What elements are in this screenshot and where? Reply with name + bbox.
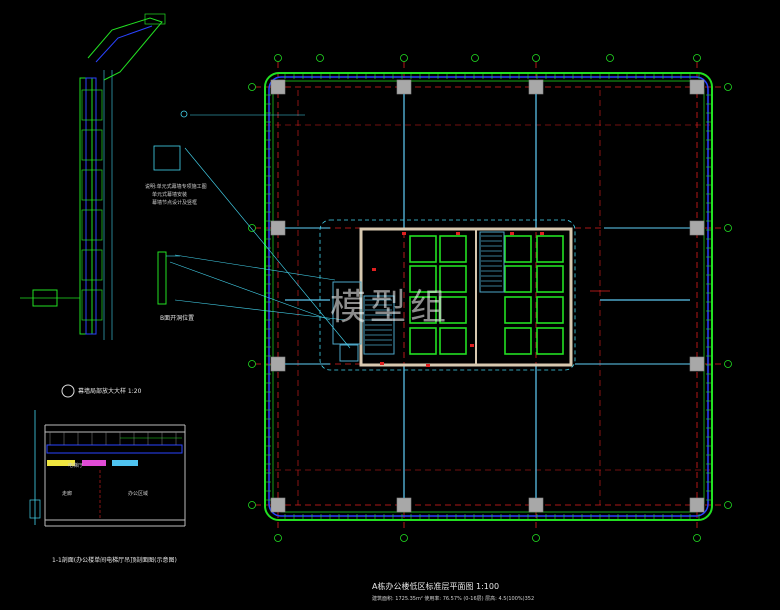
plan-subtitle: 建筑面积: 1725.35m² 使用率: 76.57% (0-16层) 层高: …	[372, 596, 535, 602]
elevator-shaft-13	[536, 265, 564, 293]
grid-bubble-side-0	[248, 83, 256, 91]
stair-left	[363, 295, 395, 355]
section-label-office: 办公区域	[128, 491, 149, 497]
detail-callout-circle	[61, 384, 75, 398]
leader-2	[174, 254, 336, 281]
section-label-lobby: 电梯厅	[68, 463, 84, 469]
detail-wall-inner	[85, 77, 97, 335]
door-mark-2	[456, 232, 460, 235]
elevator-shaft-2	[409, 296, 437, 324]
detail-panel	[81, 289, 103, 321]
leader-1	[184, 147, 351, 349]
door-mark-7	[380, 362, 384, 365]
leader-3	[174, 299, 346, 321]
column-11	[689, 497, 705, 513]
grid-bubble-7	[274, 534, 282, 542]
elevator-shaft-3	[409, 327, 437, 355]
plan-title: A栋办公楼低区标准层平面图 1:100	[372, 582, 500, 591]
detail-panel	[81, 209, 103, 241]
column-8	[270, 497, 286, 513]
section-light-3	[112, 460, 138, 466]
curtain-wall-inner	[268, 76, 709, 517]
door-mark-5	[510, 232, 514, 235]
grid-bubble-side-5	[724, 224, 732, 232]
elevator-shaft-7	[439, 327, 467, 355]
elevator-shaft-8	[504, 235, 532, 263]
section-label-corridor: 走廊	[62, 491, 73, 497]
callout-bubble	[180, 110, 188, 118]
door-mark-3	[426, 364, 430, 367]
note-line-3: 幕墙节点设计及竖框	[152, 200, 198, 206]
curtain-wall-line	[272, 80, 705, 513]
elevation-block	[157, 251, 167, 305]
note-line-1: 说明:单元式幕墙专项施工图	[145, 184, 207, 190]
detail-cap	[144, 13, 166, 25]
column-2	[528, 79, 544, 95]
elevator-shaft-0	[409, 235, 437, 263]
detail-panel	[81, 89, 103, 121]
section-light-2	[82, 460, 106, 466]
note-detail-block	[153, 145, 181, 171]
grid-bubble-8	[400, 534, 408, 542]
grid-bubble-side-7	[724, 501, 732, 509]
column-5	[689, 220, 705, 236]
detail-corner-inner	[95, 25, 153, 63]
section-marker	[29, 499, 41, 519]
elevation-label: B面开洞位置	[160, 315, 195, 322]
column-6	[270, 356, 286, 372]
door-mark-1	[402, 232, 406, 235]
column-4	[270, 220, 286, 236]
column-1	[396, 79, 412, 95]
elevator-shaft-6	[439, 296, 467, 324]
elevator-shaft-10	[504, 296, 532, 324]
grid-bubble-4	[316, 54, 324, 62]
grid-bubble-side-2	[248, 360, 256, 368]
elevator-shaft-11	[504, 327, 532, 355]
detail-title: 幕墙局部放大大样 1:20	[78, 388, 142, 395]
grid-bubble-2	[532, 54, 540, 62]
grid-bubble-5	[471, 54, 479, 62]
column-0	[270, 79, 286, 95]
leader-5	[169, 261, 331, 321]
grid-bubble-1	[400, 54, 408, 62]
grid-bubble-side-1	[248, 224, 256, 232]
section-title: 1-1剖面(办公楼单间电梯厅吊顶剖面图(示意图)	[52, 557, 177, 564]
elevator-shaft-5	[439, 265, 467, 293]
grid-bubble-side-3	[248, 501, 256, 509]
grid-bubble-6	[606, 54, 614, 62]
stair-right	[479, 231, 505, 293]
column-3	[689, 79, 705, 95]
elevator-shaft-12	[536, 235, 564, 263]
watermark: 模型组	[330, 287, 451, 328]
detail-panel	[81, 129, 103, 161]
grid-bubble-0	[274, 54, 282, 62]
grid-bubble-9	[532, 534, 540, 542]
column-10	[528, 497, 544, 513]
door-mark-0	[372, 268, 376, 271]
column-9	[396, 497, 412, 513]
elevator-shaft-15	[536, 327, 564, 355]
door-mark-6	[540, 232, 544, 235]
elevator-shaft-4	[439, 235, 467, 263]
elevator-shaft-9	[504, 265, 532, 293]
grid-bubble-side-6	[724, 360, 732, 368]
grid-bubble-3	[693, 54, 701, 62]
section-ceiling	[46, 444, 183, 454]
column-7	[689, 356, 705, 372]
grid-bubble-side-4	[724, 83, 732, 91]
shaft-room-2	[339, 344, 359, 362]
section-light-1	[47, 460, 75, 466]
elevator-shaft-14	[536, 296, 564, 324]
note-line-2: 单元式幕墙安装	[152, 192, 188, 198]
detail-corner-piece	[87, 17, 163, 81]
elevator-shaft-1	[409, 265, 437, 293]
core-boundary	[319, 219, 576, 371]
detail-panel	[81, 249, 103, 281]
door-mark-4	[470, 344, 474, 347]
detail-panel	[81, 169, 103, 201]
grid-bubble-10	[693, 534, 701, 542]
